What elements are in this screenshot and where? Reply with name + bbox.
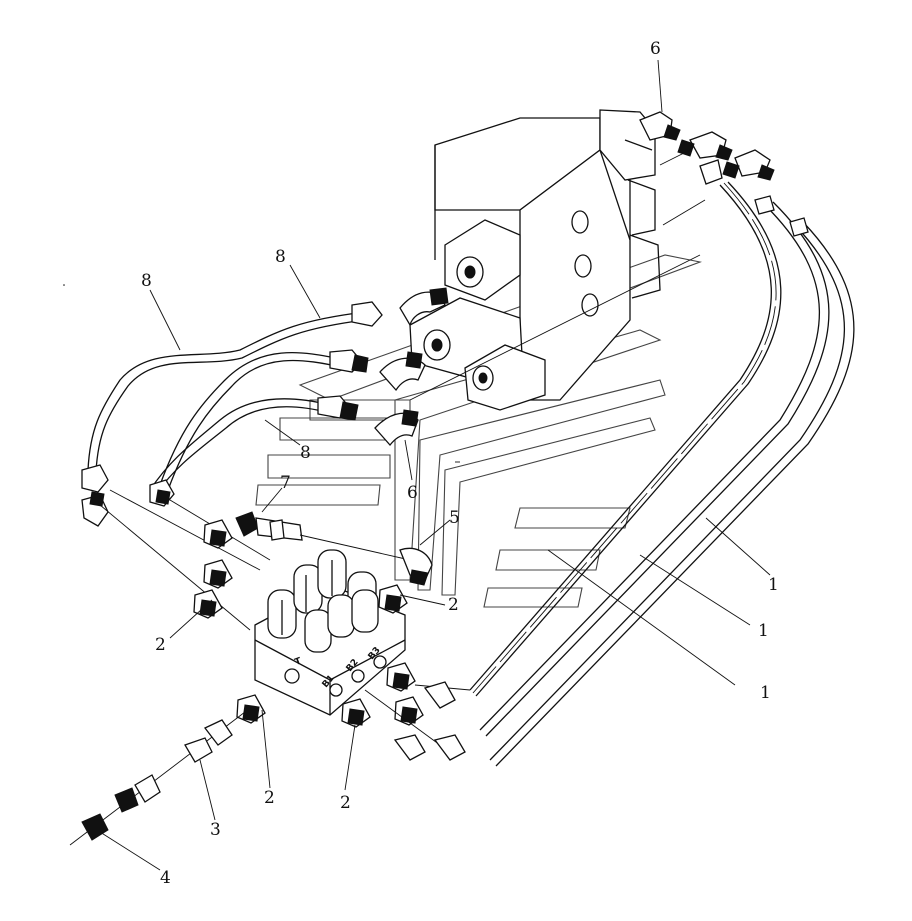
hose-8-group [87,311,366,495]
callout-6-b: 6 [407,483,418,503]
top-right-fittings [639,111,809,237]
main-valve-block [409,109,661,411]
adapter-fittings [99,489,471,761]
callout-1-c: 1 [760,683,771,703]
callout-8-c: 8 [300,443,311,463]
callout-2-d: 2 [340,793,351,813]
callout-5: 5 [449,508,460,528]
callout-2-c: 2 [264,788,275,808]
callout-4: 4 [160,868,171,888]
callout-1-a: 1 [768,575,779,595]
callout-3: 3 [210,820,221,840]
callout-7: 7 [280,473,291,493]
callout-leaders [99,59,771,871]
callout-1-b: 1 [758,621,769,641]
stray-marks [63,284,460,463]
manifold-block [254,549,406,716]
items-3-and-4-fittings [69,711,246,846]
hose-8-fittings [81,287,449,527]
callout-8-a: 8 [141,271,152,291]
port-label-t: T [294,656,304,668]
item-7-and-5-fittings [235,511,433,586]
callout-numbers: 1 1 1 2 2 2 2 3 4 5 6 6 7 8 8 8 [141,39,779,888]
callout-8-b: 8 [275,247,286,267]
callout-2-b: 2 [448,595,459,615]
callout-6-a: 6 [650,39,661,59]
leader-lines [409,149,706,401]
callout-2-a: 2 [155,635,166,655]
